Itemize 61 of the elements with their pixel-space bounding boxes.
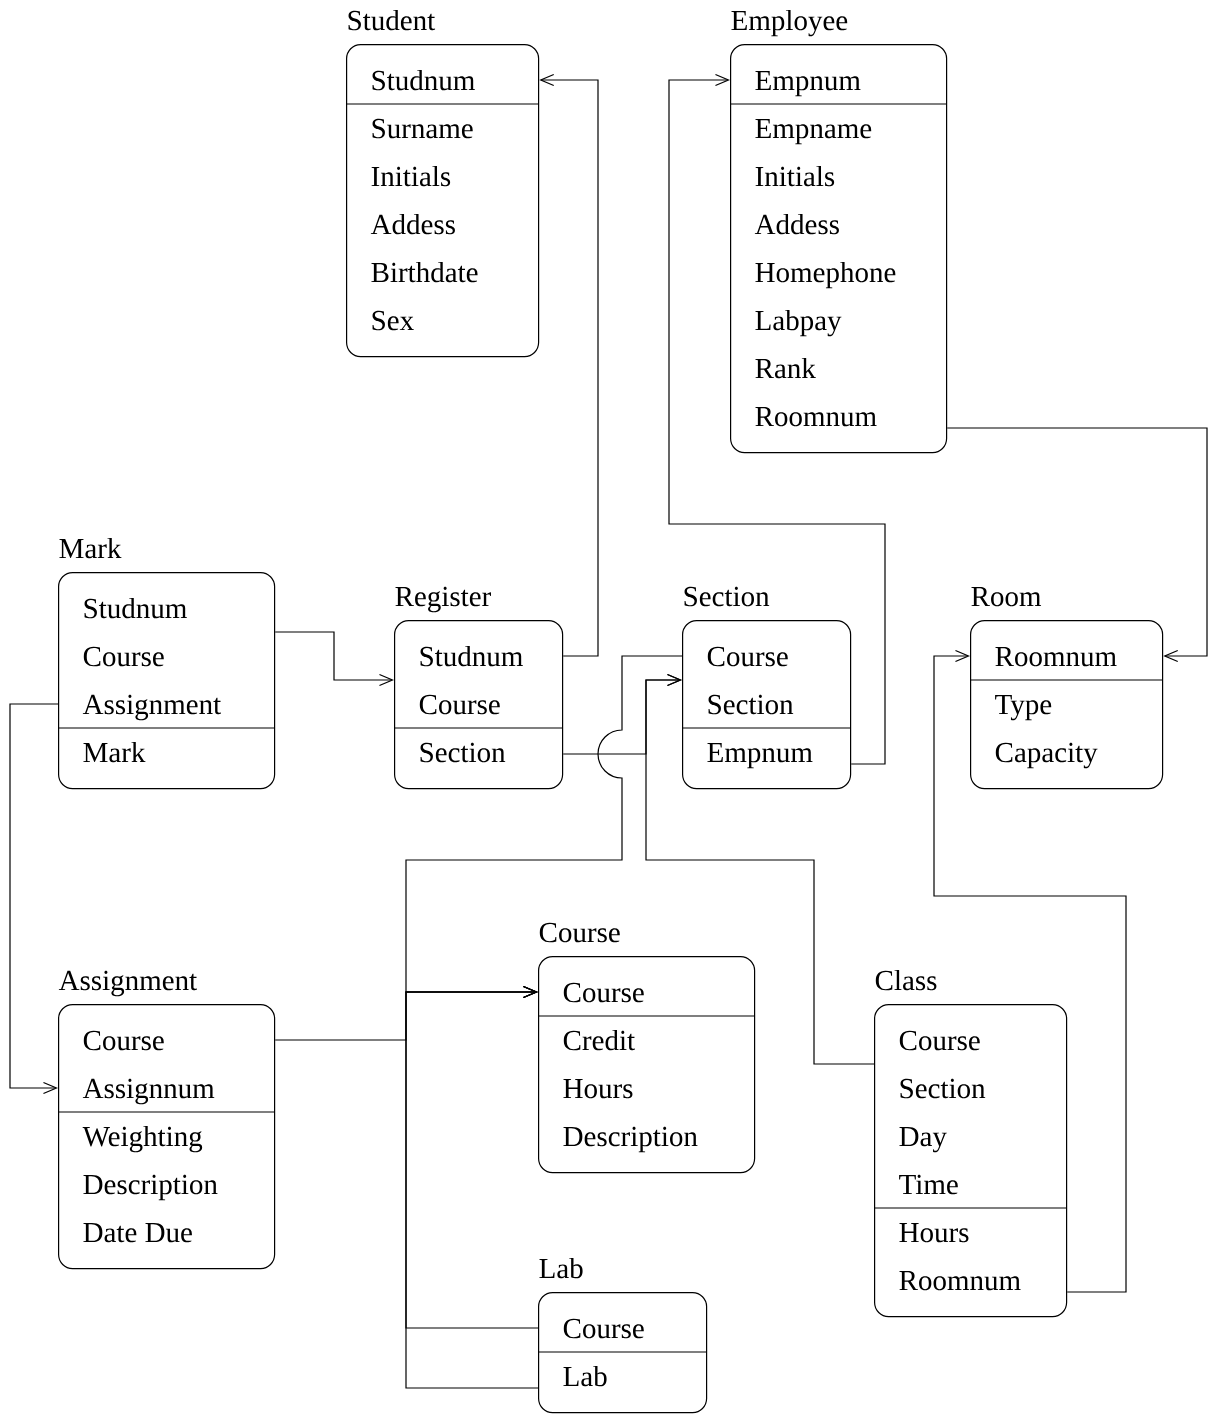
- attribute-name: Studnum: [84, 597, 187, 619]
- attribute-name: Roomnum: [755, 407, 877, 427]
- attribute-name: Assignnum: [82, 1078, 215, 1105]
- table-title: Room: [971, 587, 1042, 607]
- attribute-name: Labpay: [755, 309, 842, 337]
- attribute-name: Capacity: [995, 742, 1098, 769]
- attribute-name: Course: [83, 646, 164, 667]
- attribute-name: Credit: [563, 1029, 635, 1051]
- table-title: Student: [348, 9, 436, 31]
- attribute-name: Rank: [755, 357, 816, 379]
- attribute-name: Addess: [754, 213, 839, 235]
- attribute-name: Section: [900, 1078, 986, 1099]
- attribute-name: Assignment: [82, 694, 221, 721]
- connector-arrow: [645, 673, 875, 1065]
- attribute-name: Addess: [370, 213, 455, 235]
- attribute-name: Type: [995, 695, 1052, 721]
- attribute-name: Description: [83, 1174, 218, 1201]
- attribute-name: Description: [563, 1126, 698, 1153]
- table-title: Register: [395, 586, 491, 613]
- attribute-name: Course: [899, 1030, 980, 1051]
- attribute-name: Mark: [83, 741, 146, 763]
- table-title: Employee: [731, 9, 848, 37]
- table-title: Lab: [539, 1257, 583, 1279]
- attribute-name: Roomnum: [995, 647, 1117, 667]
- attribute-name: Lab: [563, 1365, 607, 1387]
- attribute-name: Course: [563, 982, 644, 1003]
- attribute-name: Hours: [899, 1223, 969, 1243]
- attribute-name: Weighting: [82, 1125, 203, 1153]
- attribute-name: Birthdate: [371, 261, 478, 283]
- attribute-name: Course: [419, 694, 500, 715]
- attribute-name: Time: [899, 1174, 958, 1195]
- attribute-name: Sex: [372, 310, 414, 331]
- connector-arrow: [9, 703, 59, 1095]
- attribute-name: Surname: [372, 118, 473, 139]
- attribute-name: Hours: [563, 1079, 633, 1099]
- connector-arrow: [539, 73, 599, 657]
- attribute-name: Course: [83, 1030, 164, 1051]
- connector-arrow: [933, 649, 1127, 1293]
- attribute-name: Course: [563, 1318, 644, 1339]
- attribute-name: Homephone: [755, 261, 896, 289]
- attribute-name: Date Due: [83, 1223, 192, 1243]
- attribute-name: Section: [420, 742, 506, 763]
- table-title: Mark: [59, 537, 122, 559]
- table-title: Assignment: [58, 970, 197, 997]
- connector-arrow: [274, 631, 394, 687]
- attribute-name: Day: [899, 1127, 947, 1153]
- table-title: Section: [684, 586, 770, 607]
- connector-arrow: [668, 73, 886, 765]
- attribute-name: Section: [708, 694, 794, 715]
- attribute-name: Empnum: [707, 743, 813, 769]
- attribute-name: Studnum: [420, 645, 523, 667]
- attribute-name: Empname: [755, 119, 872, 145]
- connector-arrow: [946, 427, 1208, 663]
- attribute-name: Course: [707, 646, 788, 667]
- attribute-name: Empnum: [755, 71, 861, 97]
- table-title: Course: [539, 922, 620, 943]
- attribute-name: Studnum: [372, 69, 475, 91]
- table-title: Class: [875, 969, 937, 991]
- attribute-name: Initials: [371, 165, 451, 187]
- attribute-name: Initials: [755, 165, 835, 187]
- attribute-name: Roomnum: [899, 1271, 1021, 1291]
